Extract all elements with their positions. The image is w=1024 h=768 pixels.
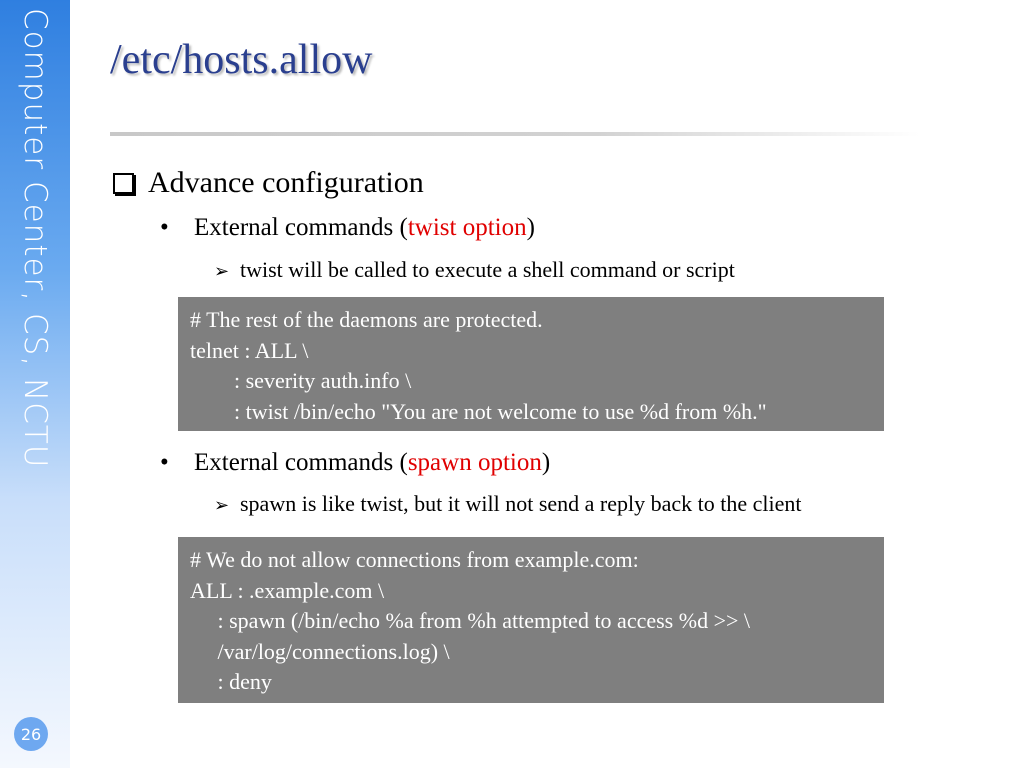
code-block-twist: # The rest of the daemons are protected.… (178, 297, 884, 431)
code-line: : spawn (/bin/echo %a from %h attempted … (190, 608, 751, 633)
arrow-bullet-icon: ➢ (214, 495, 230, 515)
bullet-dot-icon: • (160, 449, 169, 476)
sub-bullet-text: spawn is like twist, but it will not sen… (240, 491, 802, 516)
code-block-spawn: # We do not allow connections from examp… (178, 537, 884, 703)
title-divider (110, 132, 920, 136)
checkbox-bullet-icon (113, 172, 134, 194)
sidebar-banner: Computer Center, CS, NCTU (0, 0, 70, 768)
bullet-prefix: External commands ( (194, 214, 408, 241)
bullet-suffix: ) (541, 449, 551, 476)
sub-bullet-twist: ➢ twist will be called to execute a shell… (214, 257, 735, 283)
page-number-badge: 26 (14, 717, 48, 751)
section-heading-text: Advance configuration (148, 166, 424, 199)
sidebar-label: Computer Center, CS, NCTU (17, 8, 53, 469)
bullet-prefix: External commands ( (194, 449, 408, 476)
bullet-suffix: ) (526, 214, 535, 241)
code-line: # The rest of the daemons are protected. (190, 307, 543, 332)
bullet-highlight: spawn option (407, 449, 542, 476)
bullet-twist: • External commands (twist option) (160, 214, 535, 242)
code-line: : twist /bin/echo "You are not welcome t… (190, 398, 767, 424)
code-line: /var/log/connections.log) \ (190, 638, 450, 664)
code-line: : severity auth.info \ (190, 368, 412, 393)
sub-bullet-text: twist will be called to execute a shell … (240, 257, 735, 282)
slide-title: /etc/hosts.allow (110, 37, 373, 83)
bullet-spawn: • External commands (spawn option) (160, 449, 550, 477)
arrow-bullet-icon: ➢ (214, 261, 230, 281)
code-line: # We do not allow connections from examp… (190, 547, 639, 572)
code-line: telnet : ALL \ (190, 337, 309, 363)
bullet-highlight: twist option (407, 214, 527, 241)
code-line: ALL : .example.com \ (190, 577, 385, 603)
sub-bullet-spawn: ➢ spawn is like twist, but it will not se… (214, 491, 802, 517)
section-heading: Advance configuration (113, 166, 424, 200)
code-line: : deny (190, 669, 272, 694)
bullet-dot-icon: • (160, 214, 169, 241)
